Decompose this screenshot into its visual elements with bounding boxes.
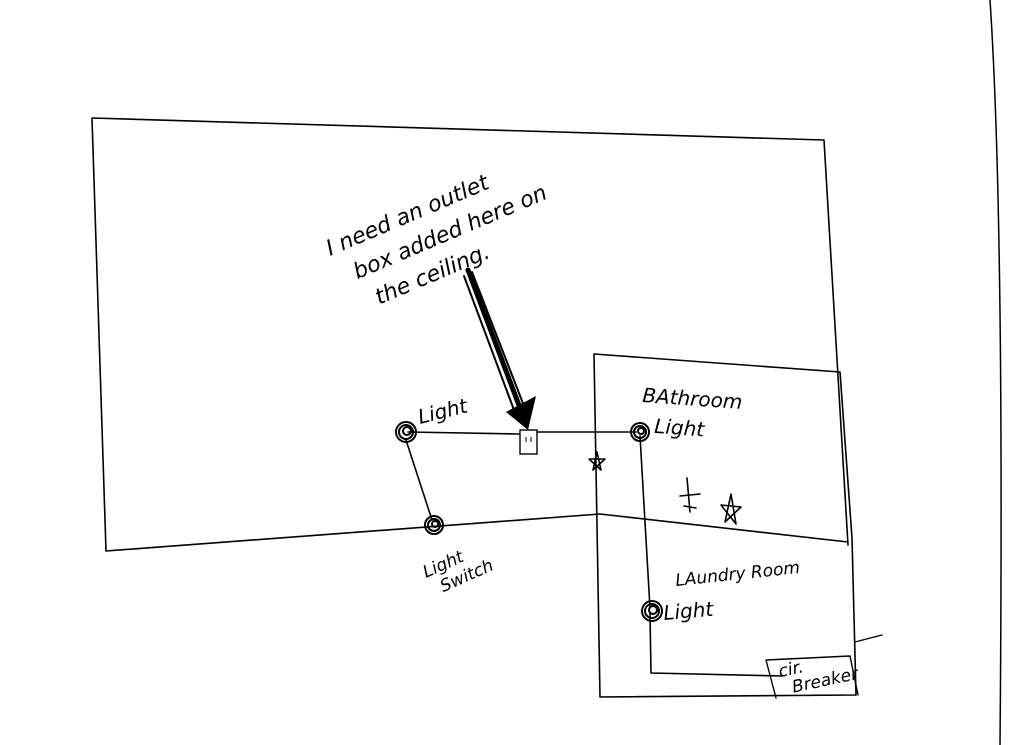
breaker-label: cir. Breaker — [777, 657, 861, 697]
switch-label: Light Switch — [420, 546, 497, 596]
page-edge — [989, 0, 1002, 745]
main-light-icon — [395, 421, 417, 443]
switch-icon — [424, 515, 444, 535]
star-icon — [588, 451, 606, 471]
bathroom-label-line-2: Light — [654, 414, 707, 442]
scribble-icon — [679, 477, 701, 513]
main-room-outline — [91, 117, 849, 552]
annotation-text: I need an outlet box added here on the c… — [323, 170, 551, 310]
laundry-light-icon — [641, 600, 663, 622]
bathroom-label-line-1: BAthroom — [642, 383, 744, 414]
laundry-label: LAundry Room — [674, 558, 800, 591]
outlet-box-icon — [519, 429, 538, 455]
ceiling-wire — [407, 431, 637, 435]
arrow-icon — [463, 267, 536, 430]
laundry-light-label: Light — [662, 597, 715, 625]
star-icon — [720, 493, 742, 525]
switch-wire — [405, 439, 433, 521]
breaker-lead — [854, 634, 883, 643]
main-light-label: Light — [415, 393, 470, 429]
bathroom-light-icon — [630, 422, 650, 442]
laundry-wire — [639, 435, 783, 677]
bathroom-label: BAthroom Light — [642, 383, 744, 442]
bathroom-outline — [593, 353, 857, 698]
breaker-box — [765, 655, 859, 699]
